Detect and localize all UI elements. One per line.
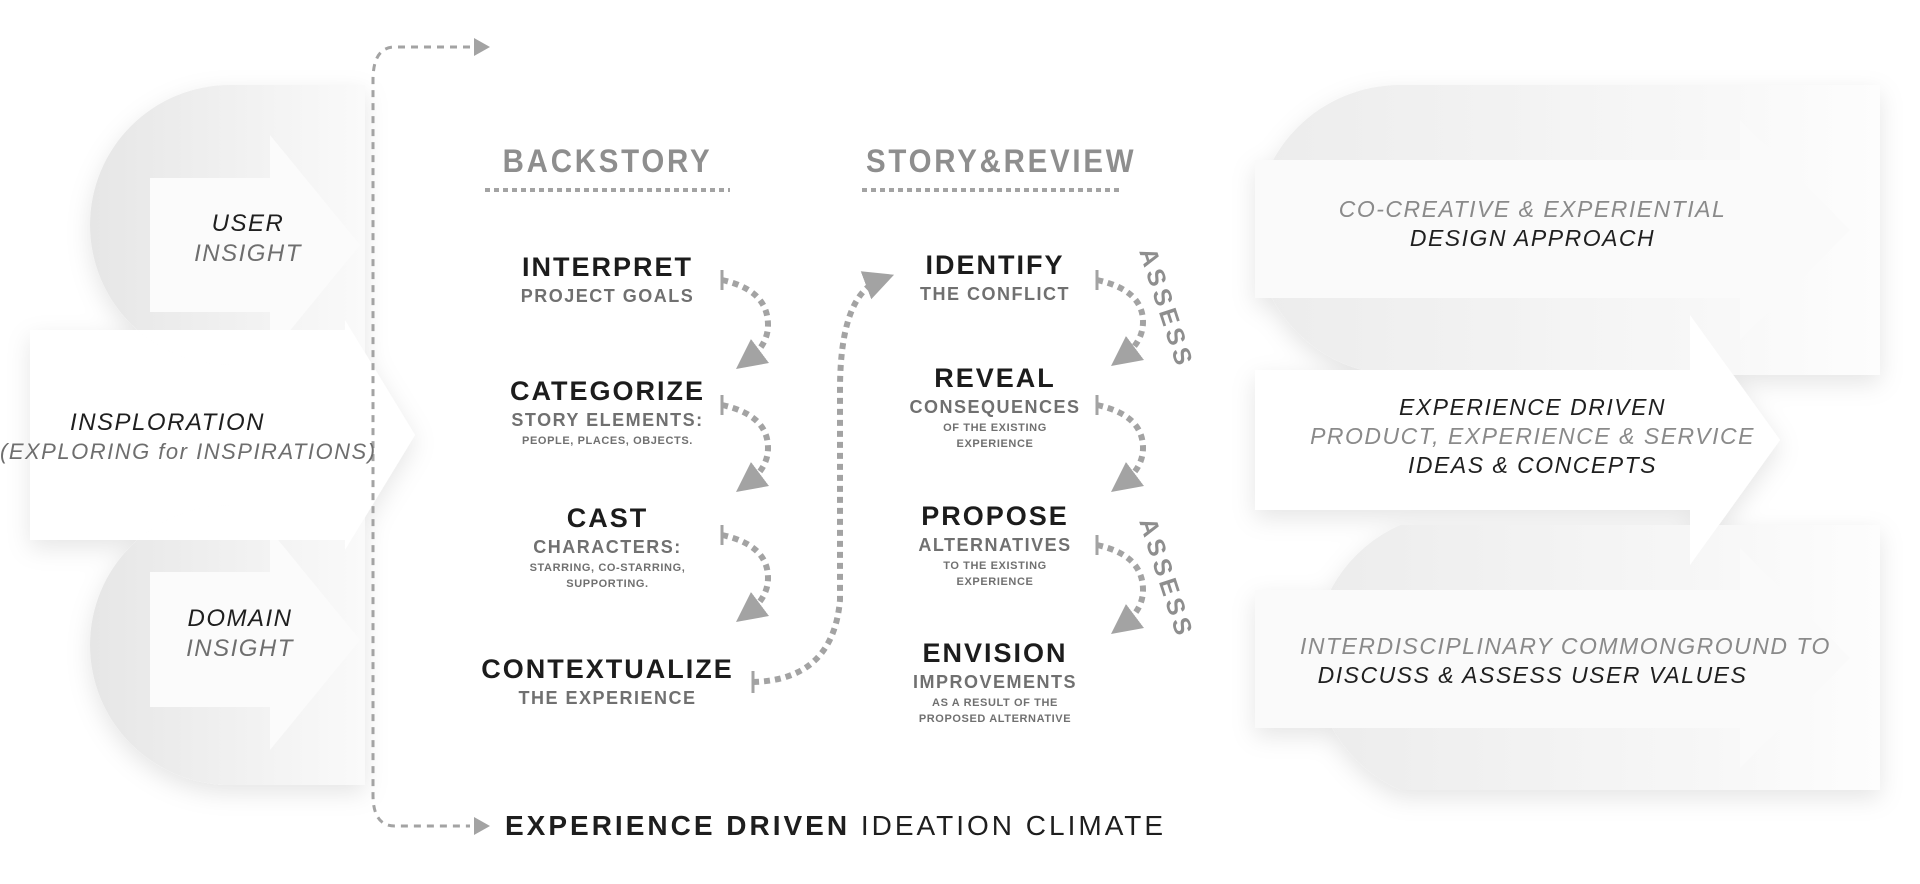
step-subtitle: CONSEQUENCES bbox=[909, 397, 1081, 417]
user-insight-arrow bbox=[150, 135, 360, 355]
step-detail: EXPERIENCE bbox=[956, 437, 1034, 450]
step-detail: STARRING, CO-STARRING, bbox=[529, 562, 686, 574]
step-interpret: INTERPRET PROJECT GOALS bbox=[490, 252, 725, 306]
story-review-connectors bbox=[1096, 277, 1147, 635]
user-insight-line1: USER bbox=[211, 210, 285, 237]
output-arrow-1 bbox=[1255, 120, 1850, 340]
bracket-line bbox=[371, 45, 470, 828]
output-light-text: INTERDISCIPLINARY COMMONGROUND TO bbox=[1300, 633, 1831, 659]
insploration-arrow bbox=[30, 320, 415, 550]
insploration-label: INSPLORATION (EXPLORING for INSPIRATIONS… bbox=[0, 409, 377, 464]
domain-insight-line2: INSIGHT bbox=[186, 635, 294, 662]
step-subtitle: ALTERNATIVES bbox=[918, 535, 1072, 555]
step-title: INTERPRET bbox=[521, 252, 693, 282]
step-identify: IDENTIFY THE CONFLICT bbox=[880, 250, 1110, 304]
step-detail: AS A RESULT OF THE bbox=[932, 697, 1058, 709]
step-detail: PEOPLE, PLACES, OBJECTS. bbox=[522, 435, 693, 447]
step-title: CATEGORIZE bbox=[510, 376, 705, 406]
connector-contextualize-identify bbox=[752, 271, 895, 685]
step-subtitle: THE CONFLICT bbox=[920, 284, 1070, 304]
output-label-1: CO-CREATIVE & EXPERIENTIAL DESIGN APPROA… bbox=[1300, 198, 1765, 250]
step-detail: EXPERIENCE bbox=[956, 575, 1034, 588]
step-propose: PROPOSE ALTERNATIVES TO THE EXISTING EXP… bbox=[880, 503, 1110, 591]
user-insight-label: USER INSIGHT bbox=[188, 212, 308, 266]
output-label-3: INTERDISCIPLINARY COMMONGROUND TO DISCUS… bbox=[1300, 633, 1831, 688]
user-insight-line2: INSIGHT bbox=[194, 240, 302, 267]
output-light-text: PRODUCT, EXPERIENCE & SERVICE bbox=[1310, 423, 1755, 449]
step-title: IDENTIFY bbox=[925, 250, 1065, 280]
insploration-line2: (EXPLORING for INSPIRATIONS) bbox=[0, 439, 377, 464]
output-arrow-3 bbox=[1255, 548, 1850, 768]
backstory-heading: BACKSTORY bbox=[502, 143, 713, 179]
connector-interpret-categorize bbox=[721, 277, 772, 370]
step-detail: OF THE EXISTING bbox=[943, 422, 1047, 434]
footer-regular-text: IDEATION CLIMATE bbox=[860, 810, 1167, 841]
output-dark-text: IDEAS & CONCEPTS bbox=[1408, 452, 1657, 478]
step-contextualize: CONTEXTUALIZE THE EXPERIENCE bbox=[480, 654, 735, 708]
domain-insight-arrow bbox=[150, 530, 360, 750]
step-subtitle: CHARACTERS: bbox=[533, 537, 682, 557]
step-title: ENVISION bbox=[922, 638, 1068, 668]
output-dark-text: DESIGN APPROACH bbox=[1409, 225, 1656, 251]
bracket-bottom-arrowhead bbox=[474, 817, 490, 835]
connector-cast-contextualize bbox=[721, 532, 772, 623]
output-label-2: EXPERIENCE DRIVEN PRODUCT, EXPERIENCE & … bbox=[1300, 396, 1765, 477]
bracket-top-arrowhead bbox=[474, 38, 490, 56]
step-detail: TO THE EXISTING bbox=[943, 560, 1047, 572]
step-title: REVEAL bbox=[934, 363, 1056, 393]
story-review-heading: STORY&REVIEW bbox=[866, 143, 1137, 179]
domain-insight-label: DOMAIN INSIGHT bbox=[175, 607, 305, 661]
output-light-text: CO-CREATIVE & EXPERIENTIAL bbox=[1338, 196, 1727, 222]
step-subtitle: THE EXPERIENCE bbox=[518, 688, 697, 708]
step-subtitle: PROJECT GOALS bbox=[520, 286, 695, 306]
step-detail: PROPOSED ALTERNATIVE bbox=[918, 712, 1072, 725]
step-title: PROPOSE bbox=[921, 501, 1069, 531]
connector-reveal-propose bbox=[1096, 402, 1147, 493]
output-dark-top-text: EXPERIENCE DRIVEN bbox=[1398, 394, 1667, 420]
step-subtitle: IMPROVEMENTS bbox=[912, 672, 1077, 692]
insploration-line1: INSPLORATION bbox=[70, 409, 265, 436]
domain-insight-line1: DOMAIN bbox=[187, 605, 293, 632]
connector-categorize-cast bbox=[721, 402, 772, 493]
step-detail: SUPPORTING. bbox=[566, 577, 649, 590]
footer-bold-text: EXPERIENCE DRIVEN bbox=[505, 810, 851, 841]
backstory-connectors bbox=[721, 271, 895, 685]
connector-propose-envision bbox=[1096, 542, 1147, 635]
connector-identify-reveal bbox=[1096, 277, 1147, 367]
footer-caption: EXPERIENCE DRIVEN IDEATION CLIMATE bbox=[505, 810, 1163, 841]
left-input-group bbox=[30, 85, 415, 785]
output-dark-text: DISCUSS & ASSESS USER VALUES bbox=[1317, 662, 1748, 688]
step-cast: CAST CHARACTERS: STARRING, CO-STARRING, … bbox=[490, 505, 725, 593]
output-arrow-2 bbox=[1255, 315, 1780, 565]
step-title: CAST bbox=[566, 503, 649, 533]
right-output-group bbox=[1255, 85, 1880, 790]
step-envision: ENVISION IMPROVEMENTS AS A RESULT OF THE… bbox=[880, 640, 1110, 728]
step-title: CONTEXTUALIZE bbox=[481, 654, 734, 684]
backstory-connector-ticks bbox=[720, 270, 755, 693]
step-subtitle: STORY ELEMENTS: bbox=[511, 410, 704, 430]
step-reveal: REVEAL CONSEQUENCES OF THE EXISTING EXPE… bbox=[880, 365, 1110, 453]
step-categorize: CATEGORIZE STORY ELEMENTS: PEOPLE, PLACE… bbox=[490, 378, 725, 450]
